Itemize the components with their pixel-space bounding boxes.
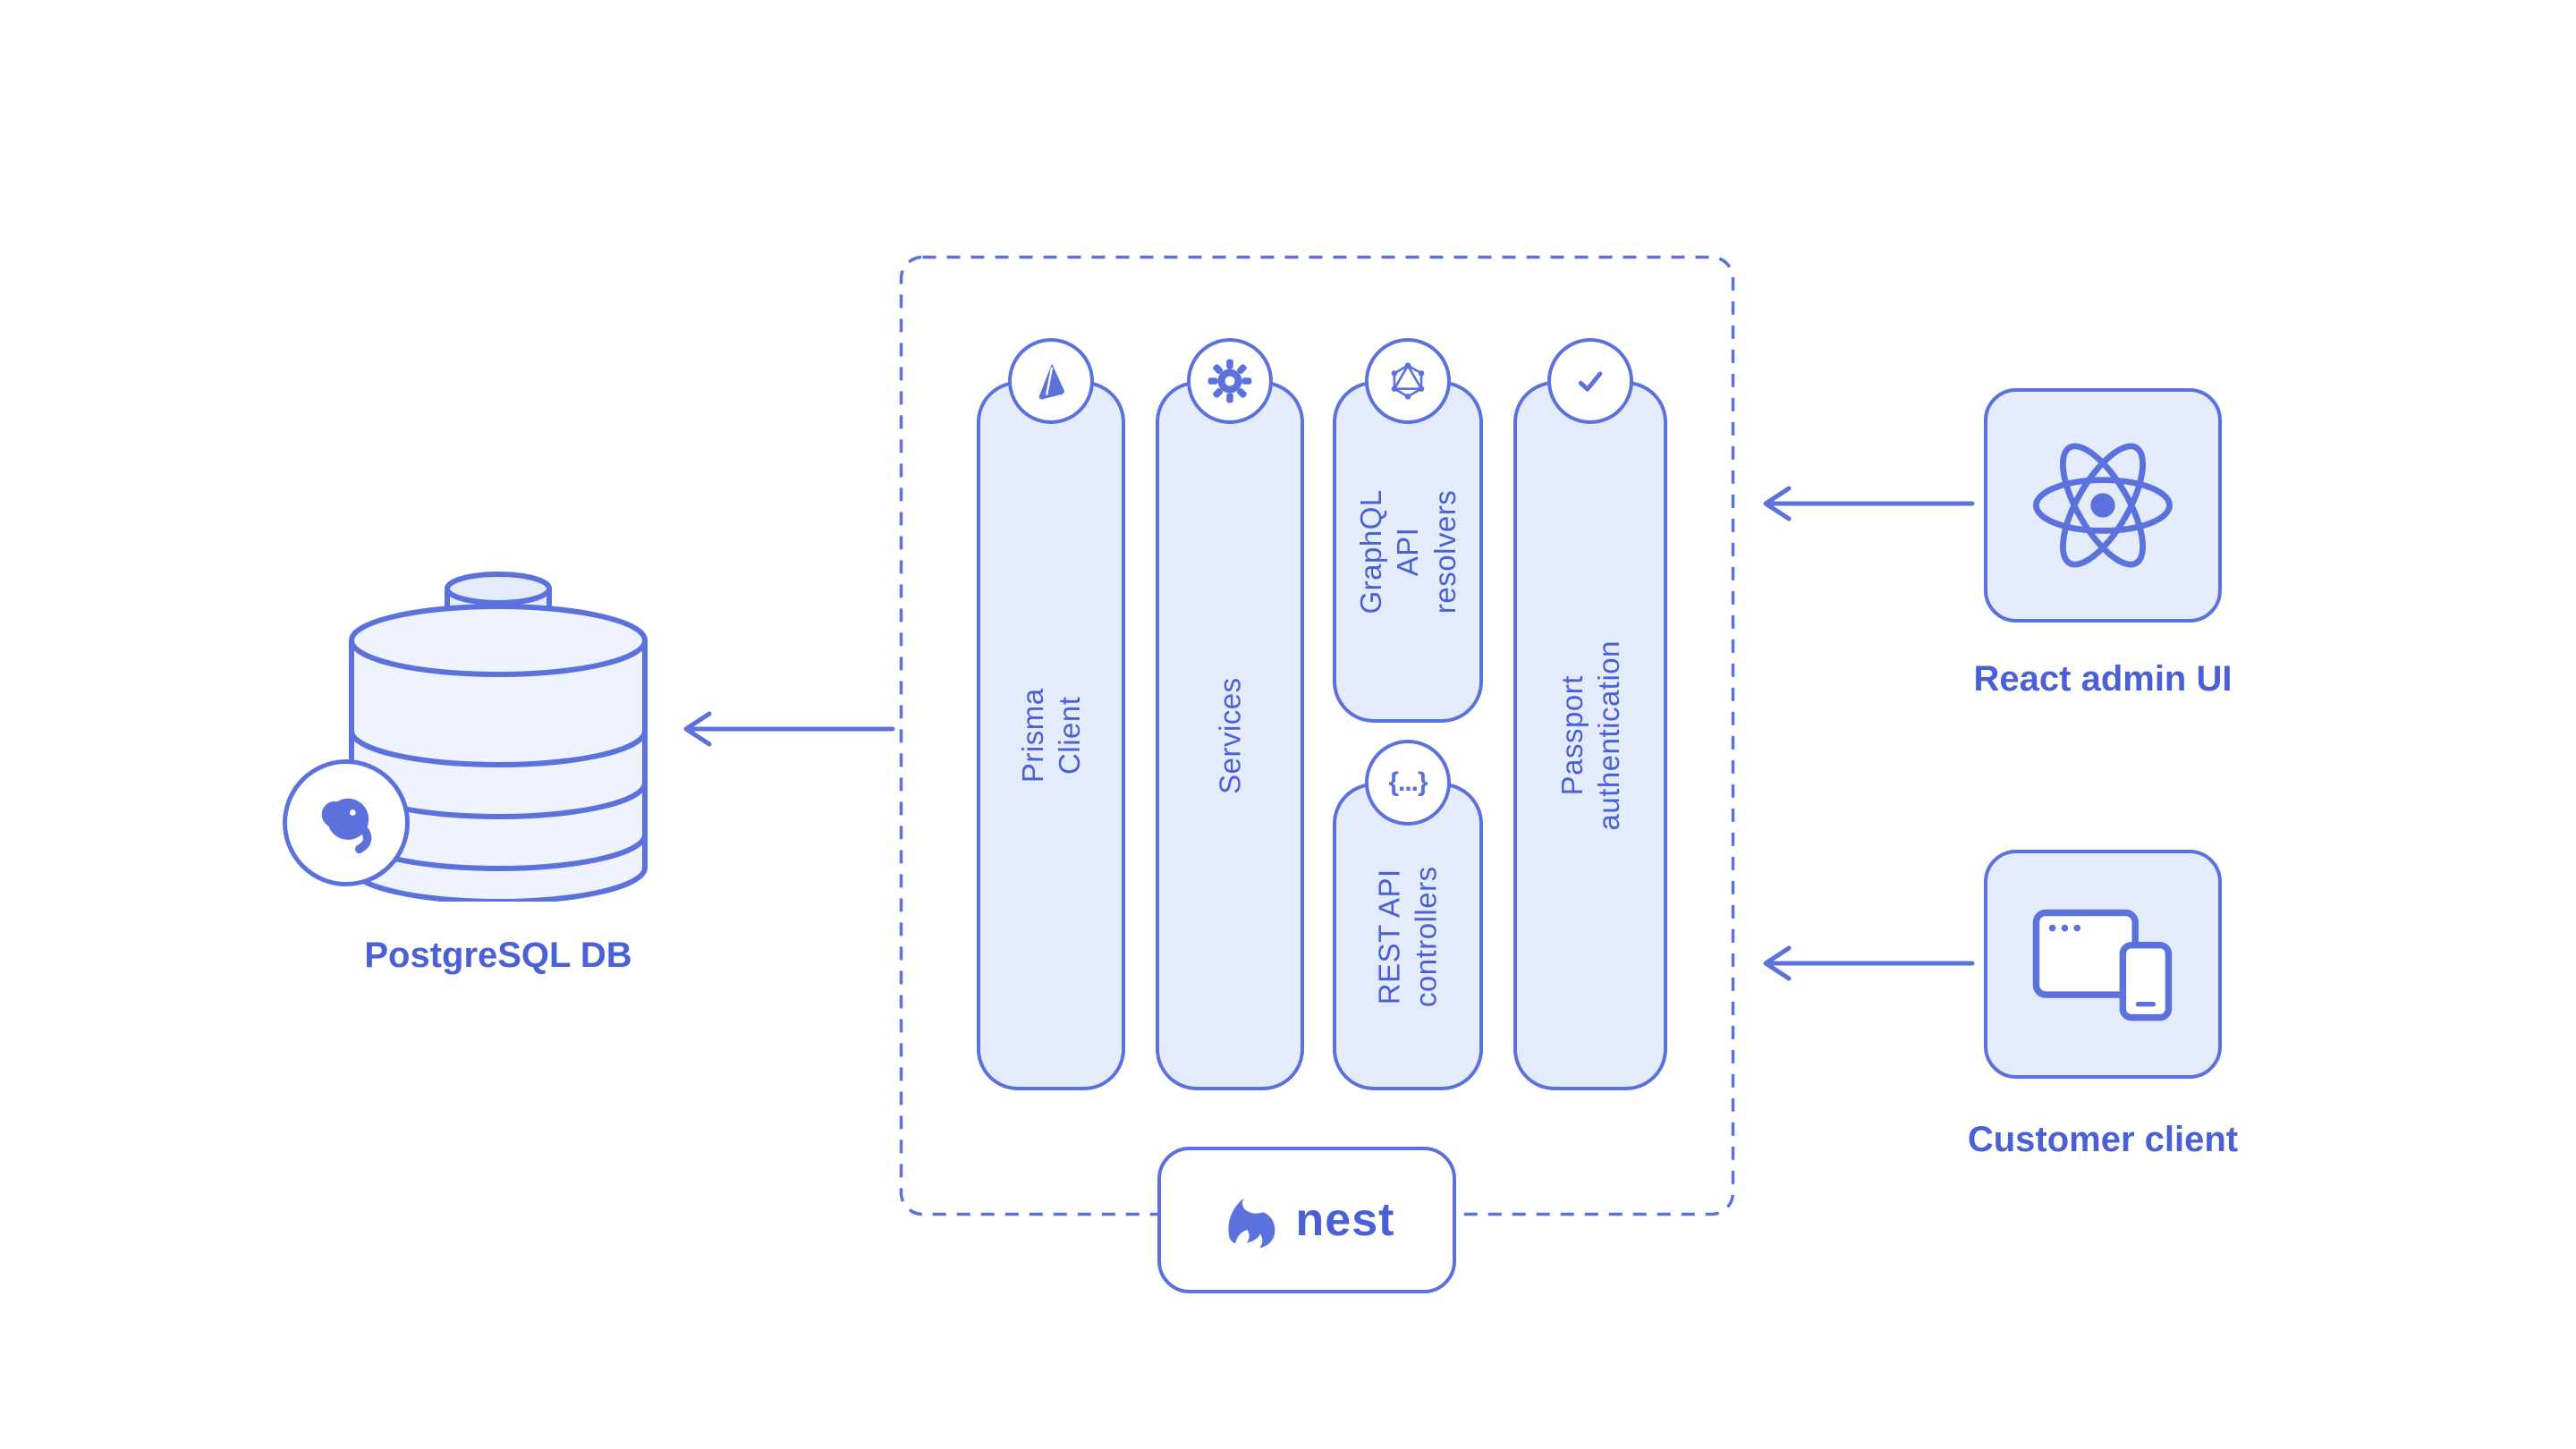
react-logo-icon [2033, 443, 2173, 568]
graphql-resolvers-label: GraphQL API resolvers [1354, 489, 1462, 614]
passport-auth-column: Passport authentication [1513, 381, 1667, 1090]
react-admin-ui-caption: React admin UI [1973, 659, 2233, 699]
services-label: Services [1213, 677, 1247, 794]
rest-controllers-column: REST API controllers [1333, 783, 1483, 1090]
passport-auth-label: Passport authentication [1555, 640, 1626, 831]
arrow-customer-to-server [1763, 945, 1975, 981]
customer-client-box [1984, 850, 2222, 1079]
nest-logo-icon [1227, 1198, 1275, 1249]
curly-braces-icon: {...} [1365, 740, 1451, 826]
curly-braces-text: {...} [1388, 767, 1428, 797]
prisma-icon [1008, 338, 1094, 424]
postgresql-elephant-icon [283, 759, 410, 886]
react-admin-ui-box [1984, 388, 2222, 623]
gear-icon [1187, 338, 1273, 424]
prisma-client-column: Prisma Client [977, 381, 1125, 1090]
arrow-server-to-database [683, 711, 895, 747]
dashed-border [899, 255, 1735, 1216]
nest-wordmark: nest [1295, 1194, 1395, 1246]
check-icon [1547, 338, 1633, 424]
graphql-icon [1365, 338, 1451, 424]
database-caption: PostgreSQL DB [364, 936, 632, 975]
browser-and-phone-icon [2032, 909, 2173, 1021]
graphql-resolvers-column: GraphQL API resolvers [1333, 381, 1483, 723]
postgresql-database-cylinder [342, 562, 655, 906]
arrow-react-to-server [1763, 486, 1975, 521]
rest-controllers-label: REST API controllers [1372, 866, 1443, 1007]
customer-client-caption: Customer client [1967, 1120, 2239, 1159]
prisma-client-label: Prisma Client [1015, 688, 1086, 784]
server-boundary [899, 255, 1735, 1216]
services-column: Services [1156, 381, 1304, 1090]
nest-framework-badge: nest [1157, 1147, 1456, 1293]
